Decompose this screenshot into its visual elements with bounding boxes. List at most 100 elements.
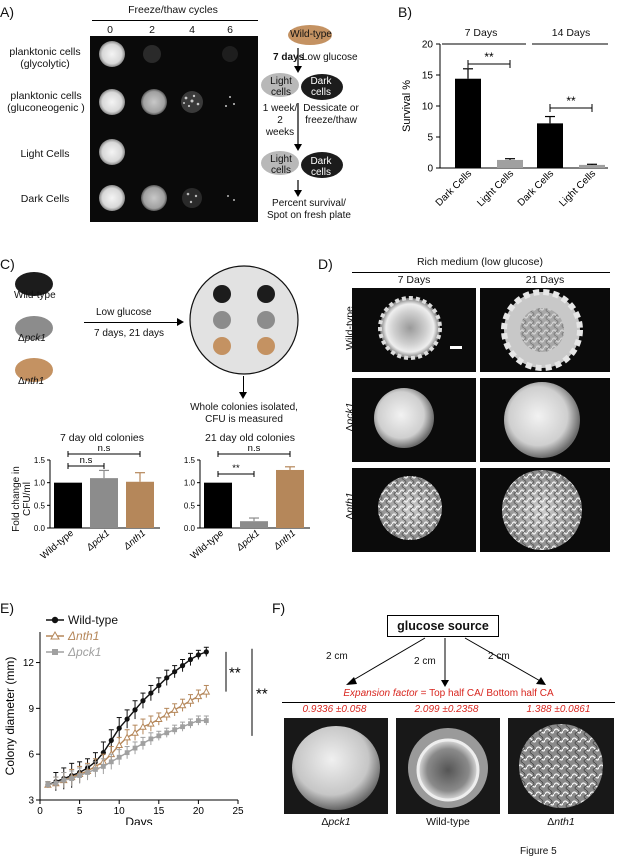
expansion-colony-images xyxy=(284,718,614,814)
dist-center: 2 cm xyxy=(414,656,436,667)
data-point xyxy=(139,722,147,730)
y-tick-label: 1.0 xyxy=(184,479,196,488)
y-tick-label: 5 xyxy=(427,133,433,144)
y-tick-label: 0.0 xyxy=(184,524,196,533)
legend-pck1: Δpck1 xyxy=(18,333,46,344)
bar xyxy=(240,521,268,528)
panel-a-flow-diagram xyxy=(261,25,343,197)
data-point xyxy=(147,719,155,727)
legend-label: Δnth1 xyxy=(67,629,99,643)
flow-dark-cells: Dark cells xyxy=(310,76,332,98)
data-point xyxy=(179,663,186,669)
d-col-7-days: 7 Days xyxy=(397,274,431,286)
data-point xyxy=(164,730,170,736)
flow-wild-type: Wild-type xyxy=(290,29,332,40)
data-point xyxy=(196,718,201,723)
dist-right: 2 cm xyxy=(488,651,510,662)
flow-dessicate: Dessicate or freeze/thaw xyxy=(303,103,359,126)
c2-title: 21 day old colonies xyxy=(205,432,295,444)
sig-label: ** xyxy=(484,50,494,64)
freeze-thaw-header: Freeze/thaw cycles xyxy=(128,4,218,16)
sig-label: ** xyxy=(566,94,576,108)
legend-nth1: Δnth1 xyxy=(18,376,45,387)
row-label-dark: Dark Cells xyxy=(20,193,70,205)
y-tick-label: 10 xyxy=(422,102,434,113)
f-label-wild-type: Wild-type xyxy=(426,816,470,828)
group-label-14-days: 14 Days xyxy=(551,27,591,39)
row-label-gluconeogenic: planktonic cells (gluconeogenic ) xyxy=(7,90,85,114)
expansion-factor-formula: Expansion factor = Top half CA/ Bottom h… xyxy=(343,688,554,699)
flow-percent-survival: Percent survival/ Spot on fresh plate xyxy=(267,198,351,221)
spot-assay-plate xyxy=(90,36,258,222)
strain-legend-icons xyxy=(15,272,53,382)
legend-label: Δpck1 xyxy=(67,645,101,659)
y-tick-label: 12 xyxy=(23,658,35,669)
data-point xyxy=(123,733,131,741)
data-point xyxy=(108,759,114,765)
c1-title: 7 day old colonies xyxy=(59,432,145,444)
x-axis-label: Days xyxy=(125,815,152,825)
data-point xyxy=(194,692,203,700)
data-point xyxy=(187,656,194,663)
legend-label: Wild-type xyxy=(68,613,118,627)
bar xyxy=(90,478,118,528)
colony-image-grid xyxy=(352,288,610,552)
data-point xyxy=(156,733,162,739)
data-point xyxy=(156,682,162,689)
bar xyxy=(455,78,481,168)
data-point xyxy=(170,705,179,713)
y-tick-label: 1.0 xyxy=(34,479,46,488)
y-tick-label: 3 xyxy=(28,796,34,807)
figure-label: Figure 5 xyxy=(520,846,557,857)
x-tick-label: 5 xyxy=(77,806,83,817)
header-rule xyxy=(92,20,258,21)
expansion-value-pck1: 0.9336 ±0.058 xyxy=(302,704,367,715)
petri-dish-diagram xyxy=(189,265,299,375)
data-point xyxy=(180,724,185,730)
d-col-21-days: 21 Days xyxy=(525,274,565,286)
y-tick-label: 0.5 xyxy=(34,501,46,510)
bar xyxy=(54,482,82,528)
data-point xyxy=(53,780,59,786)
x-tick-label: Dark Cells xyxy=(516,168,556,208)
data-point xyxy=(203,718,209,723)
y-tick-label: 1.5 xyxy=(184,456,196,465)
x-tick-label: Dark Cells xyxy=(434,168,474,208)
data-point xyxy=(186,696,195,704)
data-point xyxy=(69,776,75,782)
data-point xyxy=(172,669,178,675)
c-arrow-head xyxy=(177,318,184,326)
data-point xyxy=(116,725,122,731)
x-tick-label: Light Cells xyxy=(475,168,516,209)
data-point xyxy=(124,716,130,722)
y-tick-label: 15 xyxy=(422,71,434,82)
data-point xyxy=(202,687,211,695)
x-tick-label: 0 xyxy=(37,806,43,817)
panel-c-letter: C) xyxy=(0,256,15,272)
y-tick-label: 0.5 xyxy=(184,501,196,510)
legend-wild-type: Wild-type xyxy=(14,290,56,301)
sig-label: n.s xyxy=(248,443,261,454)
data-point xyxy=(115,740,124,749)
data-point xyxy=(140,741,146,746)
data-point xyxy=(108,737,114,744)
flow-7-days: 7 days xyxy=(273,52,305,63)
data-point xyxy=(100,764,106,769)
f-rule xyxy=(282,702,615,703)
y-tick-label: 6 xyxy=(28,750,34,761)
f-label-nth1: Δnth1 xyxy=(547,816,575,828)
expansion-value-nth1: 1.388 ±0.0861 xyxy=(526,704,591,715)
cycle-label: 0 xyxy=(107,24,113,36)
x-tick-label: 20 xyxy=(193,806,205,817)
x-tick-label: Δnth1 xyxy=(121,528,148,553)
bar xyxy=(276,469,304,528)
data-point xyxy=(195,652,201,658)
x-tick-label: Light Cells xyxy=(557,168,598,209)
x-tick-label: Δpck1 xyxy=(234,528,262,554)
x-tick-label: 10 xyxy=(114,806,126,817)
data-point xyxy=(178,701,187,709)
y-tick-label: 0 xyxy=(427,164,433,175)
data-point xyxy=(45,782,51,788)
